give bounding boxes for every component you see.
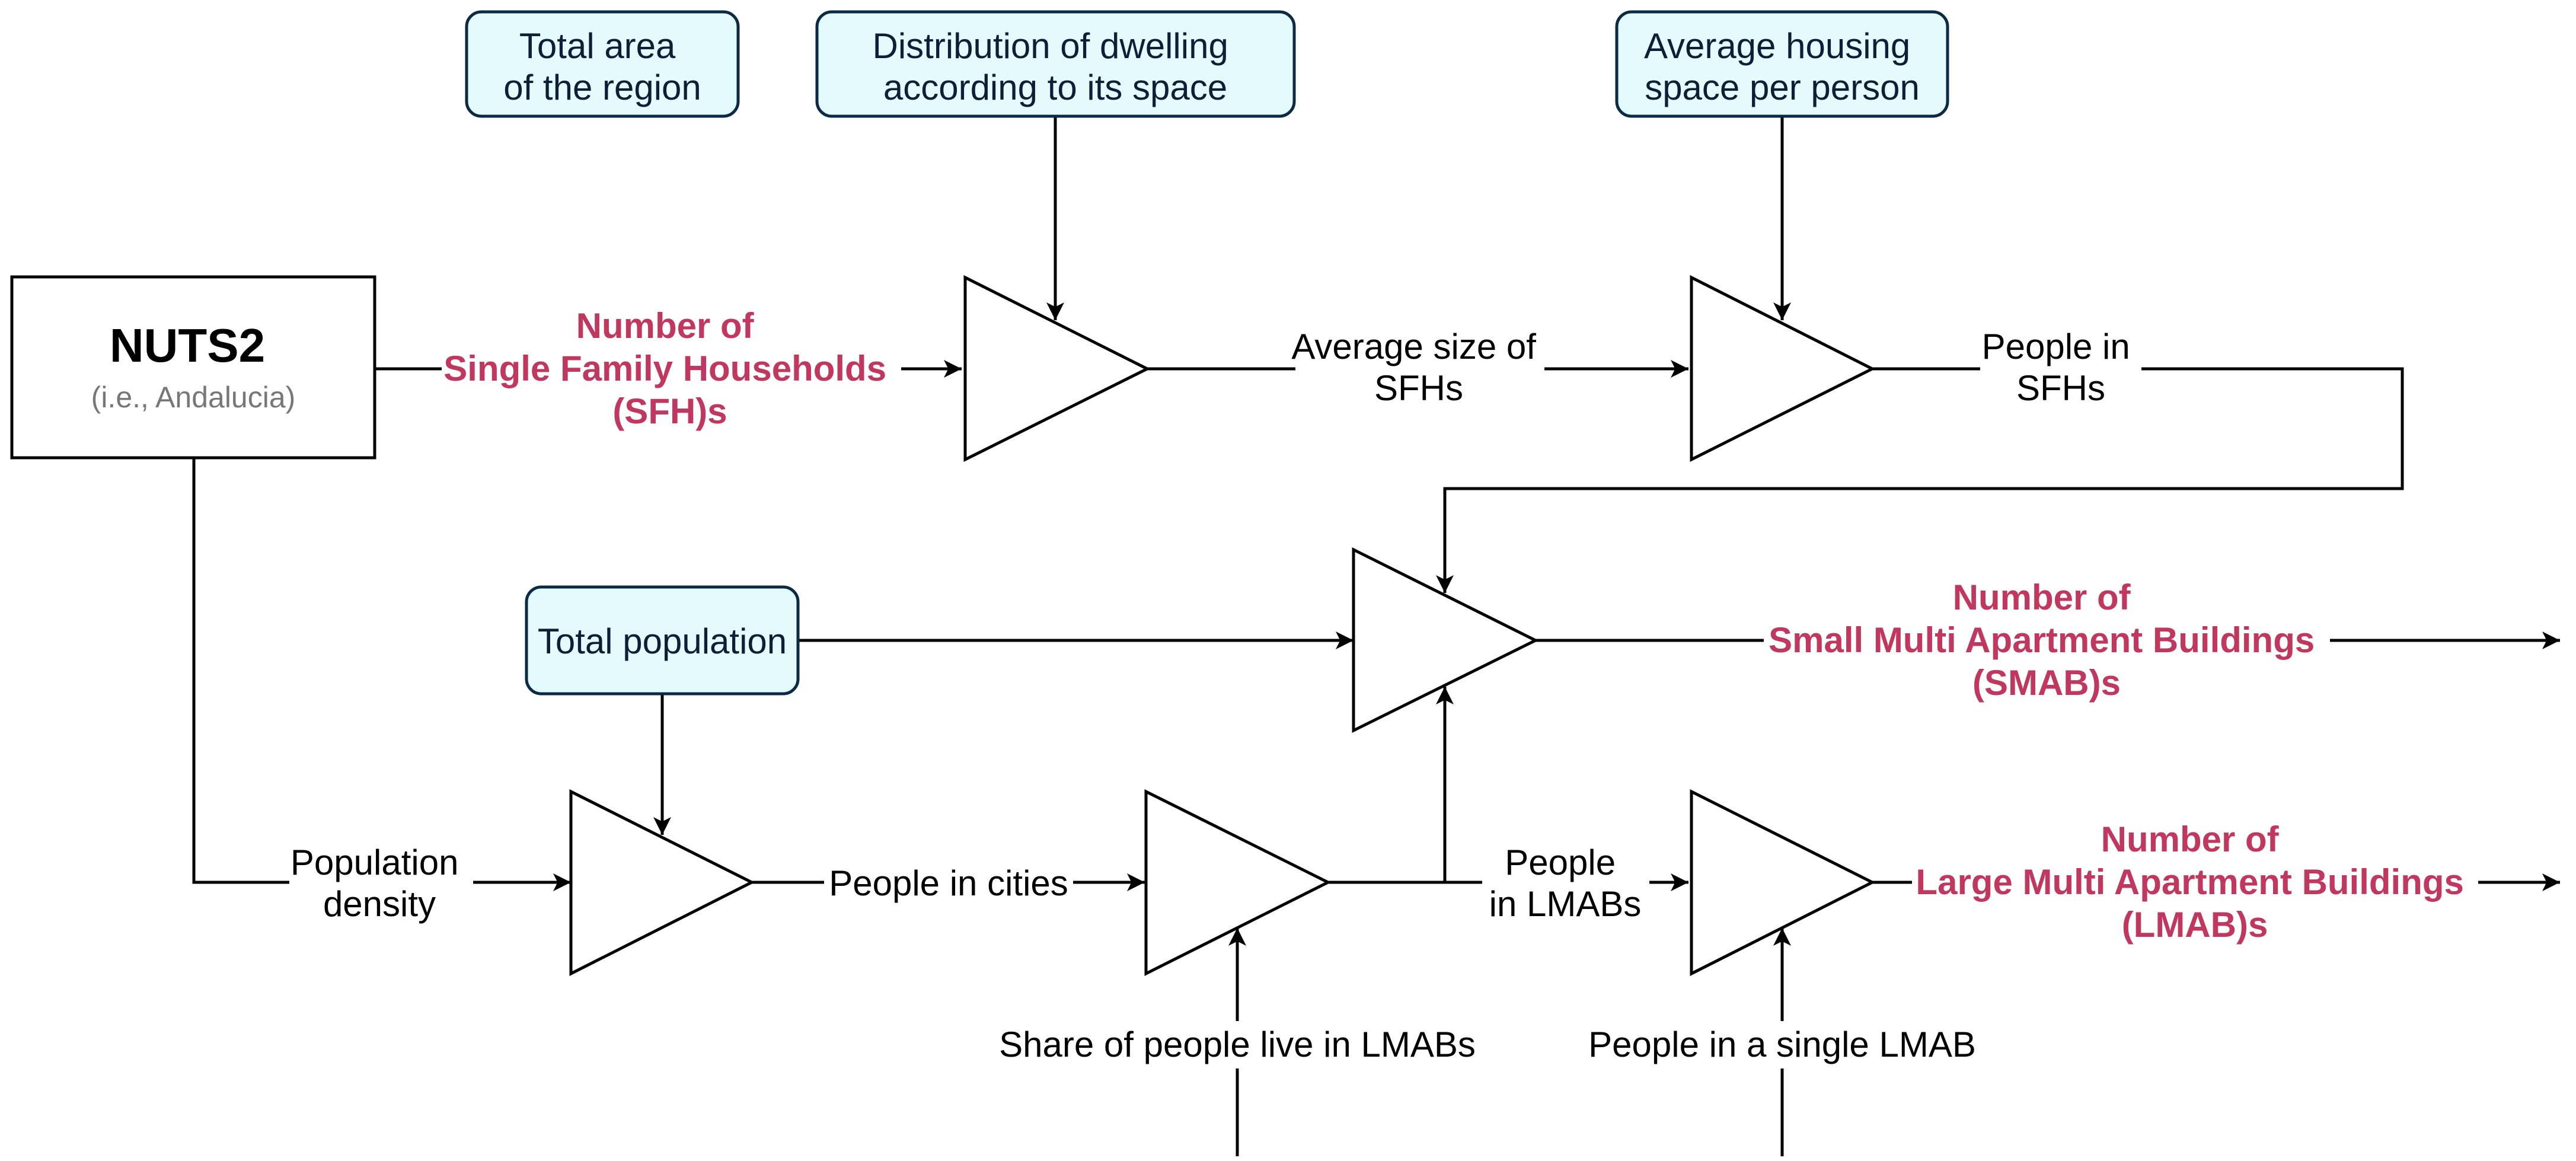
input-box-average-housing: Average housing space per person bbox=[1615, 10, 1949, 118]
nuts2-title: NUTS2 bbox=[110, 319, 265, 372]
total-area-line-1: Total area bbox=[519, 26, 676, 66]
density-line-2: density bbox=[323, 884, 436, 924]
people-cities-text: People in cities bbox=[829, 863, 1068, 903]
svg-text:Distribution of dwelling: Distribution of dwelling according to it… bbox=[873, 26, 1238, 107]
people-sfh-line-2: SFHs bbox=[2016, 368, 2105, 408]
input-box-total-population: Total population bbox=[525, 585, 800, 696]
arrow-people-in-sfh-to-operator bbox=[1436, 367, 2404, 593]
sfh-line-2: Single Family Households bbox=[443, 349, 886, 388]
svg-text:Total area of the region: Total area of the region bbox=[503, 26, 701, 107]
avg-size-line-2: SFHs bbox=[1374, 368, 1463, 408]
svg-text:Population density: Population density bbox=[291, 843, 468, 924]
svg-text:People in LMABs: People in LMABs bbox=[1489, 843, 1642, 924]
total-area-line-2: of the region bbox=[503, 68, 701, 107]
avg-housing-line-1: Average housing bbox=[1644, 26, 1910, 66]
avg-housing-line-2: space per person bbox=[1645, 68, 1920, 107]
label-people-in-lmabs: People in LMABs bbox=[1482, 838, 1649, 927]
share-people-text: Share of people live in LMABs bbox=[999, 1025, 1476, 1064]
smab-line-1: Number of bbox=[1953, 578, 2131, 617]
operator-triangle-cities bbox=[569, 789, 755, 977]
lmab-line-2: Large Multi Apartment Buildings bbox=[1916, 862, 2463, 902]
svg-text:Average housing space pe: Average housing space per person bbox=[1644, 26, 1920, 107]
label-population-density: Population density bbox=[289, 838, 473, 927]
total-population-label: Total population bbox=[538, 621, 787, 661]
lmab-line-1: Number of bbox=[2101, 819, 2280, 859]
svg-text:Share of people live in LMABs: Share of people live in LMABs bbox=[999, 1025, 1476, 1064]
operators bbox=[569, 275, 1876, 977]
svg-text:Total population: Total population bbox=[538, 621, 787, 661]
sfh-line-1: Number of bbox=[576, 306, 755, 346]
input-box-total-area: Total area of the region bbox=[465, 10, 740, 118]
input-box-distribution: Distribution of dwelling according to it… bbox=[815, 10, 1296, 118]
people-sfh-line-1: People in bbox=[1982, 327, 2130, 366]
nuts2-subtitle: (i.e., Andalucia) bbox=[91, 381, 296, 414]
operator-triangle-lmab bbox=[1690, 789, 1876, 977]
output-smab: Number of Small Multi Apartment Building… bbox=[1764, 574, 2330, 707]
people-lmabs-line-2: in LMABs bbox=[1489, 884, 1642, 924]
distribution-line-2: according to its space bbox=[883, 68, 1227, 107]
arrow-nuts-to-density bbox=[192, 458, 571, 891]
svg-text:People in SFHs: People in SFHs bbox=[1982, 327, 2140, 408]
label-share-people-lmab: Share of people live in LMABs bbox=[987, 1021, 1488, 1068]
svg-text:People in a single LMAB: People in a single LMAB bbox=[1588, 1025, 1976, 1064]
nuts2-box: NUTS2 (i.e., Andalucia) bbox=[10, 275, 376, 460]
label-average-size-sfh: Average size of SFHs bbox=[1291, 325, 1546, 414]
label-people-single-lmab: People in a single LMAB bbox=[1577, 1021, 1987, 1068]
operator-triangle-sfh-size bbox=[963, 275, 1151, 463]
svg-text:Number of Single Family: Number of Single Family Households (SFH)… bbox=[443, 306, 896, 431]
smab-line-3: (SMAB)s bbox=[1972, 663, 2121, 703]
operator-triangle-people-sfh bbox=[1690, 275, 1876, 463]
people-lmabs-line-1: People bbox=[1505, 843, 1616, 882]
svg-text:Number of Small Multi Ap: Number of Small Multi Apartment Building… bbox=[1769, 578, 2325, 703]
operator-triangle-lmab-share bbox=[1144, 789, 1332, 977]
svg-text:People in cities: People in cities bbox=[829, 863, 1068, 903]
sfh-line-3: (SFH)s bbox=[612, 391, 727, 431]
output-lmab: Number of Large Multi Apartment Building… bbox=[1912, 816, 2478, 949]
label-people-in-cities: People in cities bbox=[824, 860, 1073, 906]
svg-text:Number of Large Multi Ap: Number of Large Multi Apartment Building… bbox=[1916, 819, 2473, 945]
output-sfh: Number of Single Family Households (SFH)… bbox=[442, 302, 901, 436]
single-lmab-text: People in a single LMAB bbox=[1588, 1025, 1976, 1064]
density-line-1: Population bbox=[291, 843, 459, 882]
operator-triangle-smab bbox=[1352, 547, 1539, 733]
label-people-in-sfh: People in SFHs bbox=[1980, 325, 2141, 414]
smab-line-2: Small Multi Apartment Buildings bbox=[1769, 620, 2315, 660]
lmab-line-3: (LMAB)s bbox=[2122, 905, 2268, 945]
avg-size-line-1: Average size of bbox=[1291, 327, 1536, 366]
distribution-line-1: Distribution of dwelling bbox=[873, 26, 1228, 66]
svg-text:Average size of SFHs: Average size of SFHs bbox=[1291, 327, 1546, 408]
